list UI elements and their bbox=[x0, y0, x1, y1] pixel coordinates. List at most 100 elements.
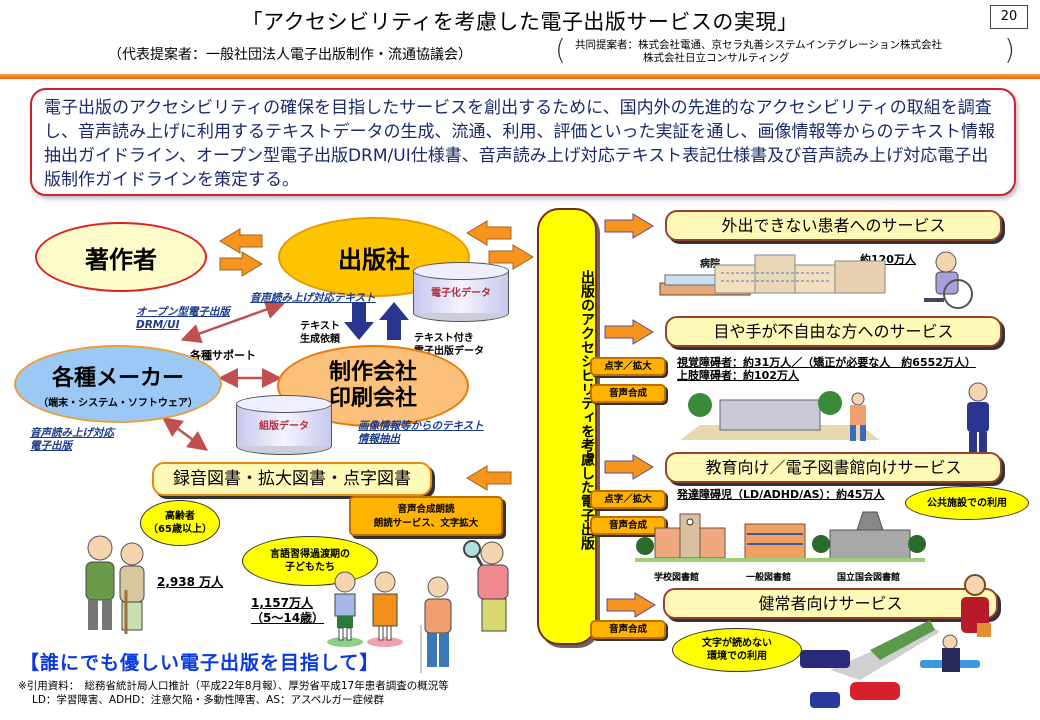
vision-stat: 視覚障碍者：約31万人／（矯正が必要な人 約6552万人） bbox=[677, 356, 976, 369]
arrow-to-service-4 bbox=[606, 592, 656, 618]
books-box: 録音図書・拡大図書・点字図書 bbox=[152, 462, 432, 496]
link-open-drm-line1: オープン型電子出版 bbox=[136, 306, 230, 318]
summary-box: 電子出版のアクセシビリティの確保を目指したサービスを創出するために、国内外の先進… bbox=[30, 88, 1016, 196]
kids-count-line2: （5～14歳） bbox=[251, 611, 325, 625]
support-label: 各種サポート bbox=[190, 349, 256, 362]
maker-label: 各種メーカー bbox=[51, 365, 184, 391]
elderly-couple-illustration bbox=[85, 535, 145, 634]
link-tts-epub[interactable]: 音声読み上げ対応 電子出版 bbox=[30, 427, 114, 453]
text-request-label: テキスト 生成依頼 bbox=[300, 320, 340, 346]
citation-line1: ※引用資料： 総務省統計局人口推計（平成22年8月報）、厚労省平成17年患者調査… bbox=[18, 680, 449, 692]
arrow-text-epub-up bbox=[379, 302, 409, 340]
synth-line1: 音声合成朗読 bbox=[397, 504, 455, 515]
arrow-author-to-publisher bbox=[219, 251, 263, 277]
library-public: 一般図書館 bbox=[746, 573, 792, 583]
service-vision-motor: 目や手が不自由な方へのサービス bbox=[665, 316, 1002, 347]
service-general: 健常者向けサービス bbox=[663, 588, 998, 619]
facility-illustration bbox=[680, 391, 880, 441]
kids-line1: 言語習得過渡期の bbox=[270, 549, 350, 560]
kids-line2: 子どもたち bbox=[285, 562, 335, 573]
link-image-extract-line1: 画像情報等からのテキスト bbox=[358, 420, 484, 432]
typeset-data-cylinder: 組版データ bbox=[236, 395, 332, 455]
co-proposers-line1: 共同提案者：株式会社電通、京セラ丸善システムインテグレーション株式会社 bbox=[575, 39, 942, 51]
arrow-text-request-down bbox=[344, 302, 374, 340]
elderly-bubble: 高齢者 （65歳以上） bbox=[140, 500, 220, 546]
author-label: 著作者 bbox=[85, 245, 157, 274]
author-node: 著作者 bbox=[35, 222, 207, 292]
arrow-to-service-3 bbox=[604, 454, 654, 480]
wheelchair-illustration bbox=[924, 251, 973, 309]
person-phone-illustration bbox=[967, 382, 989, 452]
elderly-count: 2,938 万人 bbox=[157, 575, 224, 589]
link-image-extract-line2: 情報抽出 bbox=[358, 433, 400, 445]
blind-person-illustration bbox=[420, 576, 452, 673]
text-request-line1: テキスト bbox=[300, 321, 340, 332]
typeset-data-label: 組版データ bbox=[259, 421, 309, 432]
citation-line2: LD：学習障害、ADHD：注意欠陥・多動性障害、AS：アスペルガー症候群 bbox=[32, 694, 384, 706]
center-bar-label: 出版のアクセシビリティを考慮した電子出版 bbox=[539, 270, 595, 550]
synth-line2: 朗読サービス、文字拡大 bbox=[373, 518, 479, 529]
elderly-line2: （65歳以上） bbox=[148, 524, 212, 535]
lead-proposer: （代表提案者：一般社団法人電子出版制作・流通協議会） bbox=[108, 47, 472, 63]
text-request-line2: 生成依頼 bbox=[300, 334, 340, 345]
motor-stat: 上肢障碍者：約102万人 bbox=[677, 369, 799, 382]
no-reading-line1: 文字が読めない bbox=[702, 638, 772, 649]
citation: ※引用資料： 総務省統計局人口推計（平成22年8月報）、厚労省平成17年患者調査… bbox=[18, 679, 449, 707]
arrow-bar-to-books bbox=[466, 465, 512, 491]
link-open-drm[interactable]: オープン型電子出版 DRM/UI bbox=[136, 306, 230, 332]
maker-node: 各種メーカー （端末・システム・ソフトウェア） bbox=[14, 345, 222, 423]
link-open-drm-line2: DRM/UI bbox=[136, 319, 180, 331]
tag-speech-synth: 音声合成 bbox=[590, 384, 666, 403]
service-education-library: 教育向け／電子図書館向けサービス bbox=[665, 452, 1002, 483]
no-reading-bubble: 文字が読めない 環境での利用 bbox=[672, 628, 802, 672]
commuters-illustration bbox=[800, 620, 980, 708]
text-epub-line2: 電子出版データ bbox=[414, 346, 484, 357]
kids-count: 1,157万人 （5～14歳） bbox=[251, 596, 324, 626]
left-bracket: ( bbox=[555, 33, 566, 66]
arrow-publisher-to-bar bbox=[488, 244, 534, 270]
link-tts-epub-line2: 電子出版 bbox=[30, 440, 72, 452]
page-number: 20 bbox=[990, 5, 1028, 29]
dev-disability-stat: 発達障碍児（LD/ADHD/AS）：約45万人 bbox=[677, 488, 885, 501]
elderly-woman-magnifier-illustration bbox=[463, 540, 509, 632]
publisher-label: 出版社 bbox=[338, 245, 410, 274]
kids-count-line1: 1,157万人 bbox=[251, 596, 313, 610]
page-title: 「アクセシビリティを考慮した電子出版サービスの実現」 bbox=[241, 10, 799, 34]
libraries-illustration bbox=[635, 511, 926, 562]
co-proposers: ( 共同提案者：株式会社電通、京セラ丸善システムインテグレーション株式会社 株式… bbox=[555, 33, 1015, 67]
center-accessibility-bar: 出版のアクセシビリティを考慮した電子出版 bbox=[537, 208, 597, 645]
text-epub-label: テキスト付き 電子出版データ bbox=[414, 332, 484, 358]
link-tts-text[interactable]: 音声読み上げ対応テキスト bbox=[250, 292, 376, 304]
arrow-publisher-to-author bbox=[219, 228, 263, 254]
production-label-2: 印刷会社 bbox=[328, 386, 417, 411]
digitized-data-cylinder: 電子化データ bbox=[413, 262, 509, 322]
tag-speech-synth-3: 音声合成 bbox=[590, 620, 666, 639]
motto: 【誰にでも優しい電子出版を目指して】 bbox=[20, 652, 380, 674]
no-reading-line2: 環境での利用 bbox=[707, 651, 767, 662]
arrow-maker-books bbox=[161, 417, 209, 451]
link-tts-epub-line1: 音声読み上げ対応 bbox=[30, 427, 114, 439]
synth-reading-box: 音声合成朗読 朗読サービス、文字拡大 bbox=[349, 496, 503, 536]
arrow-to-service-2 bbox=[604, 319, 654, 345]
arrow-bar-to-publisher bbox=[466, 220, 512, 246]
link-image-extract[interactable]: 画像情報等からのテキスト 情報抽出 bbox=[358, 420, 484, 446]
tag-braille-large: 点字／拡大 bbox=[590, 357, 666, 376]
right-bracket: ) bbox=[1004, 33, 1015, 66]
library-national-diet: 国立国会図書館 bbox=[837, 573, 901, 583]
public-facility-bubble: 公共施設での利用 bbox=[905, 486, 1029, 520]
kids-bubble: 言語習得過渡期の 子どもたち bbox=[242, 536, 378, 586]
arrow-to-service-1 bbox=[604, 213, 654, 239]
co-proposers-line2: 株式会社日立コンサルティング bbox=[643, 52, 790, 64]
header-divider bbox=[0, 74, 1040, 79]
tag-braille-large-2: 点字／拡大 bbox=[590, 490, 666, 509]
tag-speech-synth-2: 音声合成 bbox=[590, 516, 666, 535]
production-label-1: 制作会社 bbox=[328, 360, 417, 385]
service-patients: 外出できない患者へのサービス bbox=[665, 210, 1002, 241]
center-bar-text: 出版のアクセシビリティを考慮した電子出版 bbox=[579, 270, 595, 550]
text-epub-line1: テキスト付き bbox=[414, 333, 474, 344]
library-school: 学校図書館 bbox=[654, 573, 700, 583]
digitized-data-label: 電子化データ bbox=[431, 288, 491, 299]
arrow-drm-link bbox=[180, 299, 286, 344]
elderly-line1: 高齢者 bbox=[165, 511, 195, 522]
